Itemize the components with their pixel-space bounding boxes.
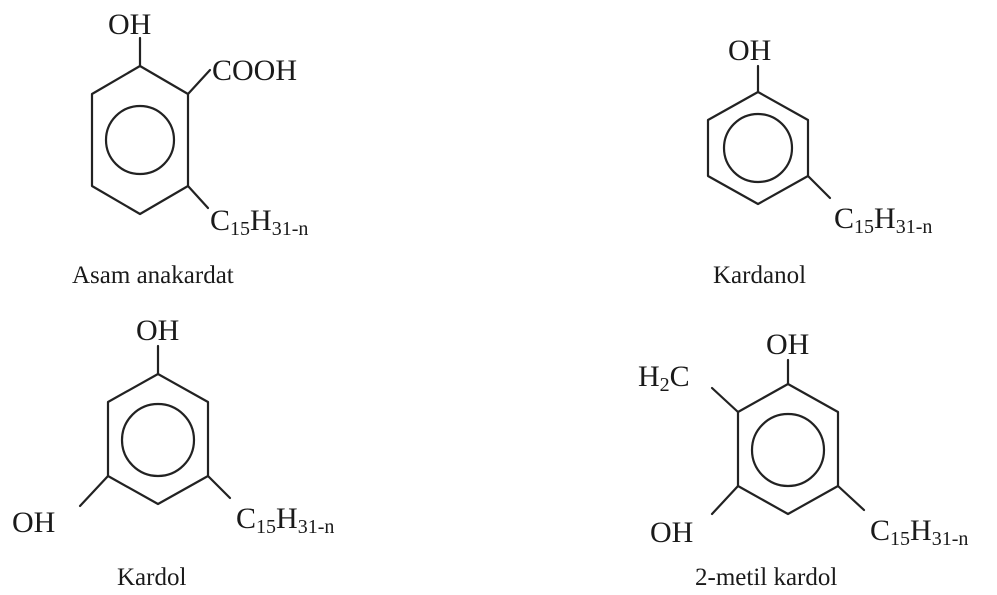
label-alkyl-chain: C15H31-n xyxy=(834,202,932,238)
bond-to-methyl xyxy=(710,386,740,414)
aromatic-circle xyxy=(750,412,826,488)
label-methyl: H2C xyxy=(638,360,690,396)
structure-kardol: OH OH C15H31-n Kardol xyxy=(12,314,334,591)
label-alkyl-chain: C15H31-n xyxy=(870,514,968,550)
bond-to-chain xyxy=(186,184,210,210)
structure-2-metil-kardol: OH H2C OH C15H31-n 2-metil kardol xyxy=(638,328,968,591)
label-hydroxyl: OH xyxy=(108,8,151,41)
bond-to-cooh xyxy=(186,68,212,96)
label-hydroxyl: OH xyxy=(728,34,771,67)
aromatic-circle xyxy=(722,112,794,184)
bond-to-chain xyxy=(806,174,832,200)
bond-to-oh-bottom xyxy=(710,484,740,516)
aromatic-circle xyxy=(104,104,176,176)
bond-to-chain xyxy=(836,484,866,512)
label-hydroxyl-top: OH xyxy=(136,314,179,347)
caption-kardol: Kardol xyxy=(117,564,186,591)
label-hydroxyl-top: OH xyxy=(766,328,809,361)
structure-asam-anakardat: OH COOH C15H31-n Asam anakardat xyxy=(72,8,308,289)
label-alkyl-chain: C15H31-n xyxy=(236,502,334,538)
bond-to-chain xyxy=(206,474,232,500)
caption-2-metil-kardol: 2-metil kardol xyxy=(695,564,837,591)
structure-kardanol: OH C15H31-n Kardanol xyxy=(706,34,932,289)
label-hydroxyl-bottom: OH xyxy=(650,516,693,549)
benzene-ring xyxy=(106,372,210,506)
aromatic-circle xyxy=(120,402,196,478)
label-carboxyl: COOH xyxy=(212,54,297,87)
caption-kardanol: Kardanol xyxy=(713,262,806,289)
label-alkyl-chain: C15H31-n xyxy=(210,204,308,240)
benzene-ring xyxy=(706,90,810,206)
caption-asam-anakardat: Asam anakardat xyxy=(72,262,234,289)
bond-to-oh-bottom xyxy=(78,474,110,508)
label-hydroxyl-bottom: OH xyxy=(12,506,55,539)
